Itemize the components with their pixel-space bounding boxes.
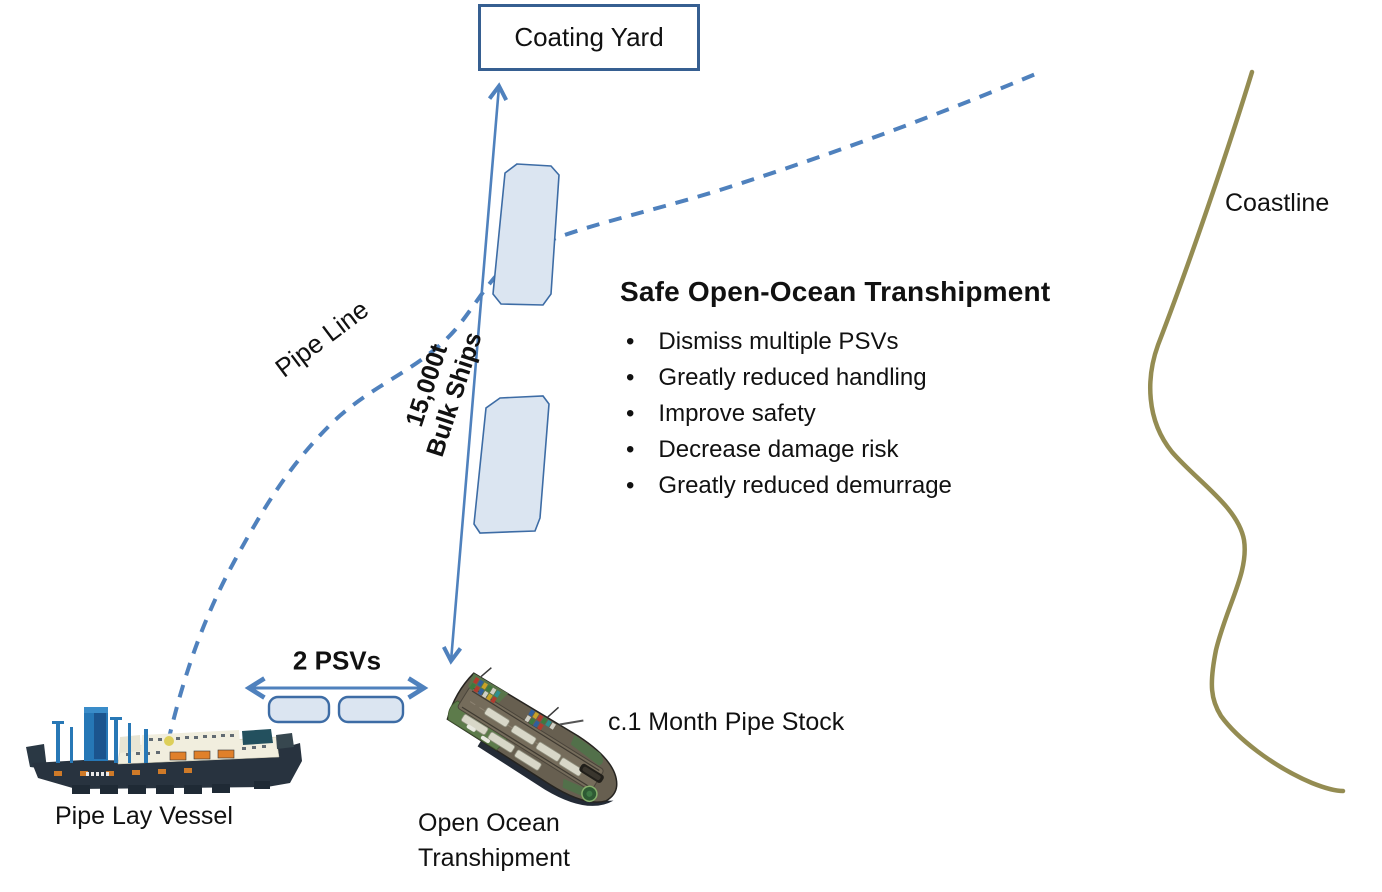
benefit-item: Greatly reduced handling — [620, 360, 1150, 396]
benefit-item: Dismiss multiple PSVs — [620, 324, 1150, 360]
psv-shape — [337, 695, 405, 724]
bulk-ships-route-arrow — [442, 82, 508, 665]
benefits-title: Safe Open-Ocean Transhipment — [620, 276, 1051, 307]
coastline-label: Coastline — [1225, 189, 1330, 217]
benefits-list: Dismiss multiple PSVs Greatly reduced ha… — [620, 324, 1150, 504]
transhipment-label-line2: Transhipment — [418, 844, 570, 872]
pipe-stock-label: c.1 Month Pipe Stock — [608, 708, 845, 736]
bulk-ship-shape — [473, 395, 550, 534]
transhipment-label-line1: Open Ocean — [418, 809, 560, 837]
benefit-item: Greatly reduced demurrage — [620, 468, 1150, 504]
coating-yard-label: Coating Yard — [514, 22, 664, 52]
bulk-ship-shape — [492, 163, 560, 306]
coastline-path — [1148, 69, 1346, 794]
transhipment-vessel-illustration — [446, 667, 618, 806]
pipe-lay-vessel-label: Pipe Lay Vessel — [55, 802, 233, 830]
transhipment-vessel-label: Open Ocean Transhipment — [418, 806, 570, 876]
psv-arrow-label: 2 PSVs — [292, 645, 382, 676]
pipe-lay-vessel-illustration — [26, 707, 302, 794]
benefit-item: Decrease damage risk — [620, 432, 1150, 468]
benefits-block: Safe Open-Ocean Transhipment Dismiss mul… — [620, 276, 1150, 504]
coating-yard-box: Coating Yard — [478, 4, 700, 71]
psv-shape — [267, 695, 331, 724]
benefit-item: Improve safety — [620, 396, 1150, 432]
